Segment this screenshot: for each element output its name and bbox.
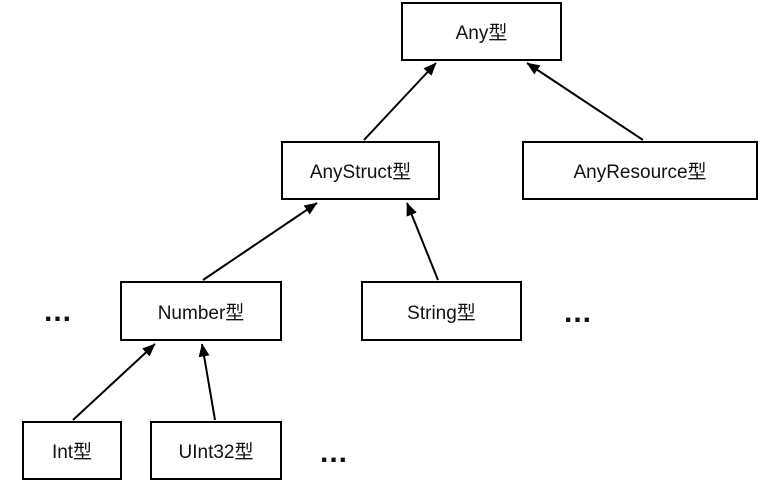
arrow-string-to-anystruct <box>406 202 439 281</box>
arrow-anystruct-to-any <box>363 62 437 141</box>
node-string-type: String型 <box>361 281 522 341</box>
ellipsis-more-types-left: ... <box>44 295 73 328</box>
node-int-type-label: Int型 <box>51 442 93 463</box>
arrow-int-to-number <box>72 343 156 421</box>
node-anyresource-type: AnyResource型 <box>522 141 758 200</box>
node-anyresource-type-label: AnyResource型 <box>573 162 707 183</box>
arrow-anyresource-to-any <box>526 62 644 141</box>
arrow-uint32-to-number <box>198 343 216 421</box>
node-string-type-label: String型 <box>407 302 476 324</box>
node-anystruct-type-label: AnyStruct型 <box>309 162 412 183</box>
node-int-type: Int型 <box>22 421 122 480</box>
node-any-type: Any型 <box>401 2 562 61</box>
node-uint32-type: UInt32型 <box>150 421 282 480</box>
node-number-type: Number型 <box>120 281 282 341</box>
ellipsis-more-types-right: ... <box>564 296 593 329</box>
ellipsis-more-types-bottom: ... <box>320 436 349 469</box>
node-any-type-label: Any型 <box>455 23 508 44</box>
node-number-type-label: Number型 <box>157 302 245 324</box>
node-uint32-type-label: UInt32型 <box>178 442 254 463</box>
node-anystruct-type: AnyStruct型 <box>281 141 440 200</box>
arrow-number-to-anystruct <box>202 202 318 281</box>
